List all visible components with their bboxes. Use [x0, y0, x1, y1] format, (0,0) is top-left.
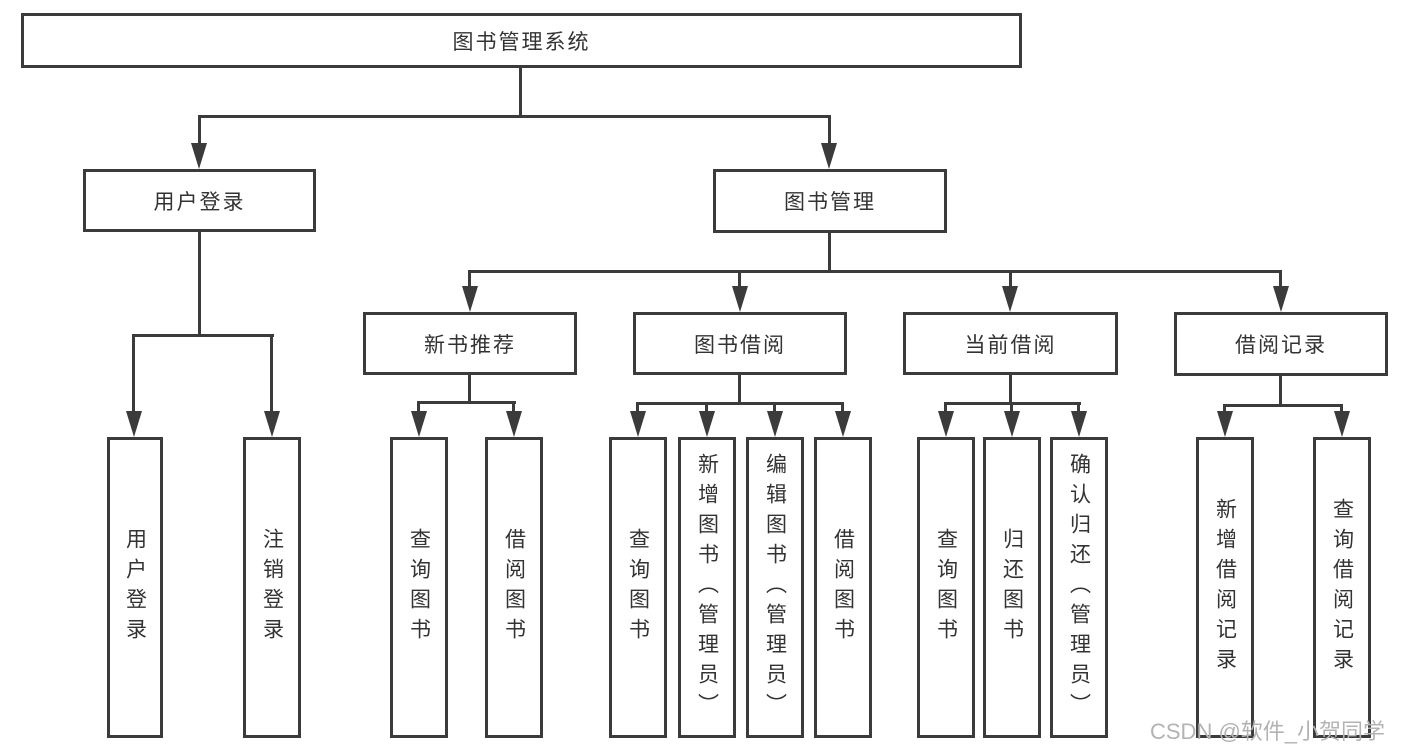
leaf-edit-books-admin: 编辑图书（管理员） [746, 437, 804, 738]
arrow-down-icon [938, 411, 954, 437]
leaf-user-login: 用户登录 [107, 437, 163, 738]
arrow-down-icon [767, 411, 783, 437]
node-label: 用户登录 [153, 190, 246, 214]
arrow-down-icon [1004, 411, 1020, 437]
arrow-down-icon [630, 411, 646, 437]
leaf-add-borrow-record: 新增借阅记录 [1196, 437, 1254, 738]
node-label: 新书推荐 [424, 333, 516, 357]
node-label: 借阅图书 [502, 527, 526, 648]
node-borrow-records: 借阅记录 [1174, 312, 1388, 376]
leaf-logout: 注销登录 [243, 437, 301, 738]
connector-line [198, 115, 201, 146]
node-label: 查询图书 [934, 527, 958, 648]
connector-line [1010, 402, 1013, 413]
node-label: 图书管理系统 [452, 30, 591, 54]
arrow-down-icon [411, 411, 427, 437]
node-label: 查询图书 [626, 527, 650, 648]
node-new-book-recommend: 新书推荐 [363, 312, 577, 375]
arrow-down-icon [1071, 411, 1087, 437]
connector-line [705, 402, 708, 413]
node-label: 归还图书 [1000, 527, 1024, 648]
connector-line [841, 402, 844, 413]
connector-line [417, 401, 516, 404]
leaf-borrow-books-recommend: 借阅图书 [485, 437, 543, 738]
leaf-confirm-return-admin: 确认归还（管理员） [1050, 437, 1108, 738]
connector-line [828, 115, 831, 146]
connector-line [468, 375, 471, 404]
node-label: 编辑图书（管理员） [763, 452, 787, 723]
arrow-down-icon [506, 411, 522, 437]
node-label: 借阅记录 [1235, 334, 1327, 357]
connector-line [132, 334, 135, 413]
connector-line [636, 402, 844, 405]
connector-line [1223, 404, 1343, 407]
arrow-down-icon [821, 143, 837, 169]
connector-line [1340, 404, 1343, 413]
node-label: 确认归还（管理员） [1067, 452, 1091, 723]
node-label: 新增借阅记录 [1213, 497, 1237, 678]
leaf-add-books-admin: 新增图书（管理员） [678, 437, 736, 738]
node-current-borrow: 当前借阅 [903, 312, 1118, 375]
node-root: 图书管理系统 [21, 13, 1022, 68]
node-user-login: 用户登录 [83, 169, 316, 232]
node-label: 借阅图书 [831, 527, 855, 648]
connector-line [1279, 270, 1282, 288]
node-label: 当前借阅 [964, 333, 1057, 357]
leaf-query-books-current: 查询图书 [917, 437, 975, 738]
connector-line [738, 375, 741, 405]
arrow-down-icon [732, 286, 748, 312]
connector-line [1009, 375, 1012, 405]
arrow-down-icon [462, 286, 478, 312]
arrow-down-icon [1334, 411, 1350, 437]
leaf-query-books-borrow: 查询图书 [609, 437, 667, 738]
node-label: 查询图书 [407, 527, 431, 648]
node-label: 新增图书（管理员） [695, 452, 719, 723]
arrow-down-icon [835, 411, 851, 437]
arrow-down-icon [264, 411, 280, 437]
arrow-down-icon [1217, 411, 1233, 437]
connector-line [1009, 270, 1012, 288]
connector-line [1279, 376, 1282, 407]
arrow-down-icon [1273, 286, 1289, 312]
connector-line [512, 401, 515, 413]
connector-line [519, 68, 522, 118]
connector-line [132, 334, 274, 337]
arrow-down-icon [126, 411, 142, 437]
watermark: CSDN @软件_小贺同学 [1150, 719, 1386, 744]
connector-line [468, 270, 471, 288]
connector-line [738, 270, 741, 288]
node-book-borrow: 图书借阅 [633, 312, 847, 375]
connector-line [636, 402, 639, 413]
node-label: 图书管理 [784, 191, 876, 214]
node-book-management: 图书管理 [713, 169, 947, 233]
connector-line [468, 270, 1282, 273]
arrow-down-icon [191, 143, 207, 169]
leaf-borrow-books: 借阅图书 [814, 437, 872, 738]
leaf-return-books: 归还图书 [983, 437, 1041, 738]
arrow-down-icon [1002, 286, 1018, 312]
arrow-down-icon [699, 411, 715, 437]
connector-line [1077, 402, 1080, 413]
node-label: 图书借阅 [694, 333, 786, 357]
leaf-query-books-recommend: 查询图书 [390, 437, 448, 738]
leaf-query-borrow-record: 查询借阅记录 [1313, 437, 1371, 738]
connector-line [270, 334, 273, 413]
connector-line [773, 402, 776, 413]
connector-line [198, 115, 831, 118]
node-label: 查询借阅记录 [1330, 497, 1354, 678]
node-label: 用户登录 [123, 527, 147, 648]
connector-line [944, 402, 947, 413]
connector-line [1223, 404, 1226, 413]
node-label: 注销登录 [260, 527, 284, 648]
connector-line [198, 232, 201, 337]
connector-line [828, 233, 831, 273]
connector-line [417, 401, 420, 413]
